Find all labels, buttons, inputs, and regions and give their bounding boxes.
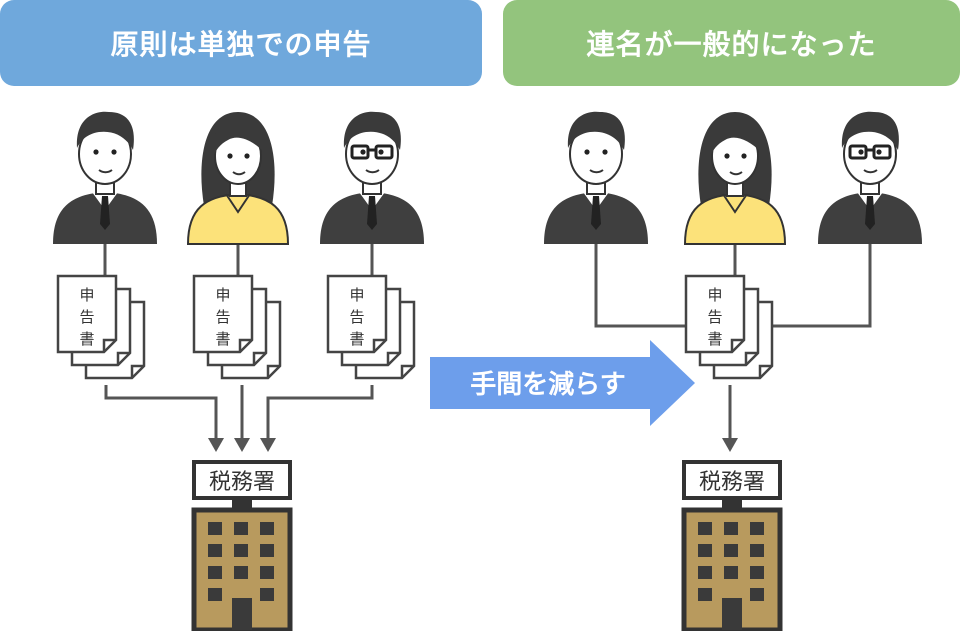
arrow-head (208, 438, 224, 452)
document-label-char: 書 (707, 330, 722, 348)
person-6 (817, 110, 923, 245)
man-icon (543, 110, 649, 245)
office-sign (682, 460, 782, 500)
building-window (234, 544, 248, 557)
building-window (208, 588, 222, 601)
person-1 (52, 110, 158, 245)
transition-label: 手間を減らす (470, 370, 625, 400)
person-2 (187, 111, 289, 245)
building-door (722, 598, 742, 630)
document-stack-icon: 申告書 (192, 274, 282, 380)
document-stack-icon: 申告書 (684, 274, 774, 380)
building-window (724, 544, 738, 557)
document-to-office-line (266, 385, 374, 440)
document-label-char: 書 (349, 330, 364, 348)
document-stack-icon: 申告書 (326, 274, 416, 380)
person-3 (319, 110, 425, 245)
right-panel-title: 連名が一般的になった (503, 0, 960, 86)
right-tax-office: 税務署 (681, 460, 783, 631)
person-to-document-line (740, 240, 872, 328)
man-icon (52, 110, 158, 245)
man-icon (319, 110, 425, 245)
building-window (750, 566, 764, 579)
arrow-head (260, 438, 276, 452)
building-window (750, 588, 764, 601)
building-window (724, 522, 738, 535)
building-window (208, 544, 222, 557)
building-window (234, 566, 248, 579)
document-label-char: 告 (707, 308, 722, 326)
sign-post (722, 498, 742, 508)
document-label-char: 告 (79, 308, 94, 326)
document-label-char: 申 (707, 286, 722, 304)
building-window (260, 544, 274, 557)
woman-icon (187, 111, 289, 245)
building-window (698, 588, 712, 601)
building-window (208, 522, 222, 535)
arrow-head (234, 438, 250, 452)
sign-post (232, 498, 252, 508)
building-window (724, 566, 738, 579)
building-window (750, 544, 764, 557)
document-label-char: 書 (215, 330, 230, 348)
man-icon (817, 110, 923, 245)
document-label-char: 書 (79, 330, 94, 348)
document-label-char: 告 (215, 308, 230, 326)
left-tax-office: 税務署 (191, 460, 293, 631)
building-window (698, 544, 712, 557)
building-window (260, 566, 274, 579)
document-label-char: 告 (349, 308, 364, 326)
document-label-char: 申 (215, 286, 230, 304)
building-window (260, 522, 274, 535)
building-window (260, 588, 274, 601)
right-arrow-icon (430, 340, 695, 426)
office-label: 税務署 (209, 470, 275, 495)
building-window (750, 522, 764, 535)
office-label: 税務署 (699, 470, 765, 495)
left-panel-title: 原則は単独での申告 (0, 0, 482, 86)
building-window (208, 566, 222, 579)
document-label-char: 申 (349, 286, 364, 304)
arrow-head (722, 438, 738, 452)
building-window (698, 522, 712, 535)
building-window (234, 522, 248, 535)
document-to-office-line (104, 385, 218, 440)
document-label-char: 申 (79, 286, 94, 304)
document-stack-icon: 申告書 (56, 274, 146, 380)
woman-icon (684, 111, 786, 245)
person-4 (543, 110, 649, 245)
building-window (698, 566, 712, 579)
person-5 (684, 111, 786, 245)
building-door (232, 598, 252, 630)
